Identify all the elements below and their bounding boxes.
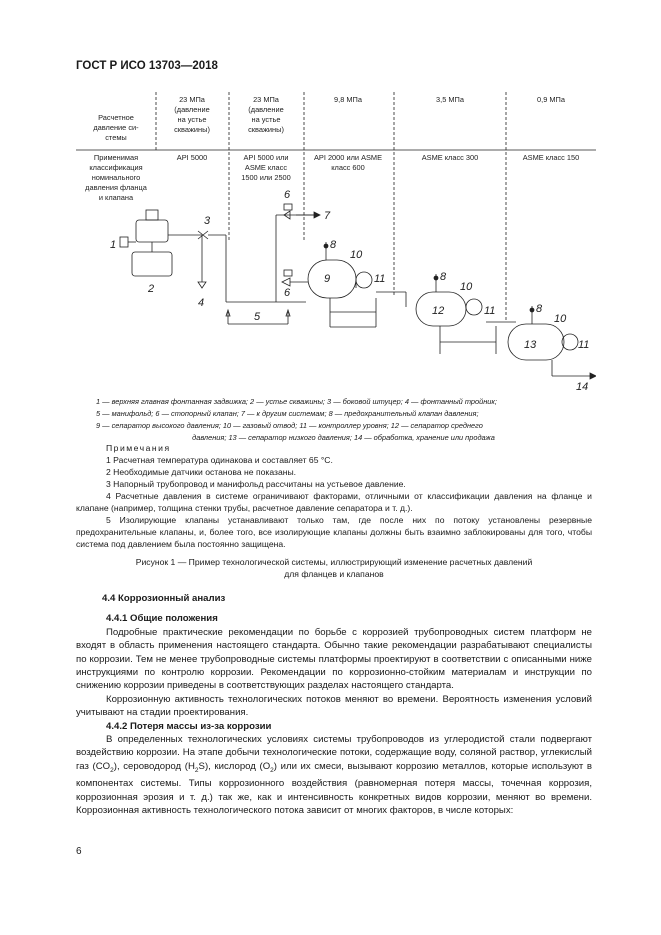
tbl-r1-c2-0: 23 МПа (253, 95, 280, 104)
tbl-r1-c2-3: скважины) (248, 125, 284, 134)
label-6b: 6 (284, 287, 291, 299)
page-number: 6 (76, 846, 82, 857)
subscript: 2 (194, 766, 199, 774)
figure-caption: Рисунок 1 — Пример технологической систе… (76, 556, 592, 580)
tbl-r1-c1-0: 23 МПа (179, 95, 206, 104)
legend-line: давления; 13 — сепаратор низкого давлени… (192, 433, 495, 442)
text-run: S), кислород (O (198, 760, 271, 772)
subscript: 2 (110, 766, 114, 774)
tbl-r2-c2-0: API 5000 или (243, 153, 288, 162)
text-run: В определенных технологических условиях … (76, 734, 592, 772)
label-8c: 8 (536, 303, 543, 315)
label-8a: 8 (330, 239, 337, 251)
caption-line: для фланцев и клапанов (284, 569, 384, 579)
tbl-r1-c3: 9,8 МПа (334, 95, 363, 104)
tbl-r2-c3-1: класс 600 (331, 163, 365, 172)
legend-line: 5 — манифольд; 6 — стопорный клапан; 7 —… (96, 409, 479, 418)
label-10c: 10 (554, 313, 567, 325)
tbl-r2-label-4: и клапана (99, 193, 134, 202)
text-run: ) или их смеси, вызывают коррозию металл… (76, 760, 593, 816)
tbl-r2-label-3: давления фланца (85, 183, 148, 192)
label-3: 3 (204, 215, 211, 227)
tbl-r1-label-2: стемы (105, 133, 127, 142)
tbl-r2-c1: API 5000 (177, 153, 207, 162)
heading-4-4-2: 4.4.2 Потеря массы из-за коррозии (106, 720, 272, 732)
tbl-r2-label-0: Применимая (94, 153, 138, 162)
caption-line: Рисунок 1 — Пример технологической систе… (135, 557, 533, 567)
tbl-r1-c1-3: скважины) (174, 125, 210, 134)
note-item: 3 Напорный трубопровод и манифольд рассч… (106, 479, 406, 489)
section-body: 4.4 Коррозионный анализ 4.4.1 Общие поло… (76, 592, 592, 817)
tbl-r1-c1-1: (давление (174, 105, 209, 114)
tbl-r2-c2-1: ASME класс (245, 163, 287, 172)
label-14: 14 (576, 381, 588, 392)
tbl-r2-c5: ASME класс 150 (523, 153, 580, 162)
tbl-r2-c3-0: API 2000 или ASME (314, 153, 382, 162)
paragraph: Подробные практические рекомендации по б… (76, 626, 592, 692)
label-9: 9 (324, 273, 330, 285)
legend-line: 1 — верхняя главная фонтанная задвижка; … (96, 397, 497, 406)
heading-4-4-1: 4.4.1 Общие положения (106, 613, 218, 625)
label-11b: 11 (484, 305, 495, 317)
label-10a: 10 (350, 249, 363, 261)
label-1: 1 (110, 239, 116, 251)
tbl-r1-c2-2: на устье (252, 115, 281, 124)
label-6a: 6 (284, 189, 291, 201)
note-item: 5 Изолирующие клапаны устанавливают толь… (76, 515, 592, 549)
subscript: 2 (270, 766, 274, 774)
note-item: 2 Необходимые датчики останова не показа… (106, 467, 297, 477)
page-header: ГОСТ Р ИСО 13703—2018 (76, 60, 218, 72)
tbl-r2-c4: ASME класс 300 (422, 153, 479, 162)
label-13: 13 (524, 339, 537, 351)
tbl-r1-c4: 3,5 МПа (436, 95, 465, 104)
note-item: 1 Расчетная температура одинакова и сост… (106, 455, 333, 465)
tbl-r1-c2-1: (давление (248, 105, 283, 114)
label-2: 2 (147, 283, 154, 295)
label-11c: 11 (578, 339, 589, 351)
notes-block: Примечания 1 Расчетная температура одина… (76, 442, 592, 550)
tbl-r2-label-1: классификация (89, 163, 142, 172)
tbl-r1-label-0: Расчетное (98, 113, 134, 122)
label-8b: 8 (440, 271, 447, 283)
label-12: 12 (432, 305, 444, 317)
tbl-r1-c5: 0,9 МПа (537, 95, 566, 104)
tbl-r1-c1-2: на устье (178, 115, 207, 124)
text-run: ), сероводород (H (113, 760, 195, 772)
tbl-r2-label-2: номинального (92, 173, 141, 182)
label-5: 5 (254, 311, 261, 323)
heading-4-4: 4.4 Коррозионный анализ (102, 593, 226, 604)
paragraph: Коррозионную активность технологических … (76, 693, 592, 719)
figure-legend: 1 — верхняя главная фонтанная задвижка; … (96, 396, 591, 444)
notes-title: Примечания (106, 443, 171, 453)
label-10b: 10 (460, 281, 473, 293)
label-4: 4 (198, 297, 204, 309)
note-item: 4 Расчетные давления в системе ограничив… (76, 491, 592, 513)
legend-line: 9 — сепаратор высокого давления; 10 — га… (96, 421, 483, 430)
paragraph: В определенных технологических условиях … (76, 733, 592, 817)
tbl-r2-c2-2: 1500 или 2500 (241, 173, 291, 182)
label-7: 7 (324, 210, 331, 222)
label-11a: 11 (374, 273, 385, 285)
tbl-r1-label-1: давление си- (93, 123, 139, 132)
